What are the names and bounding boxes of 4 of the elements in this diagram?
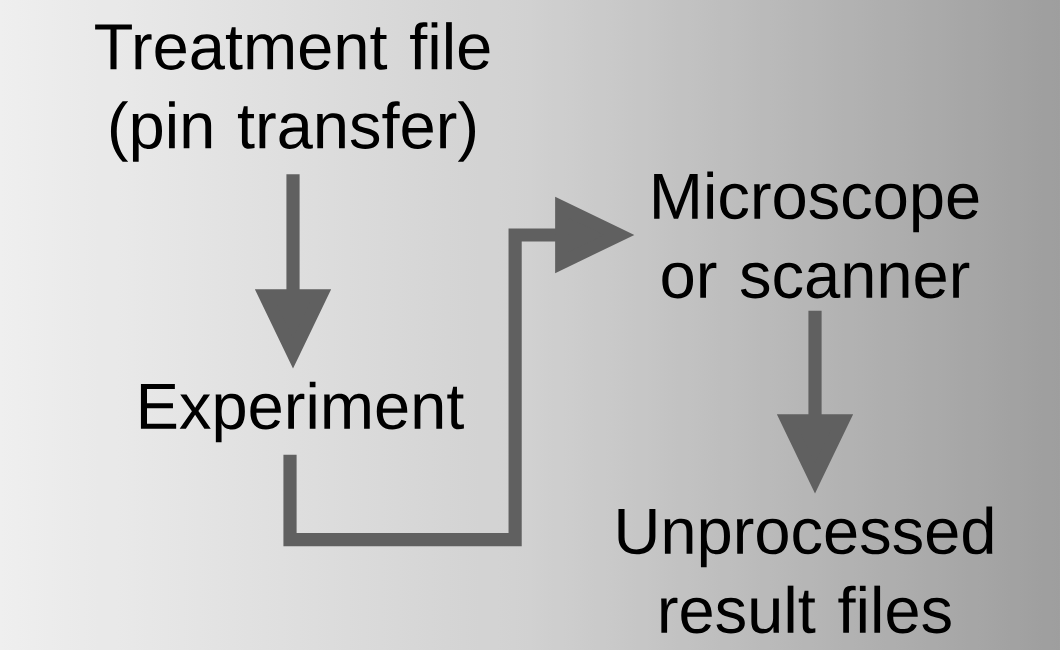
- node-label: Unprocessed result files: [618, 506, 993, 634]
- node-label: Treatment file (pin transfer): [95, 22, 490, 162]
- node-label: Experiment: [140, 381, 464, 443]
- node-label: Microscope or scanner: [654, 171, 979, 299]
